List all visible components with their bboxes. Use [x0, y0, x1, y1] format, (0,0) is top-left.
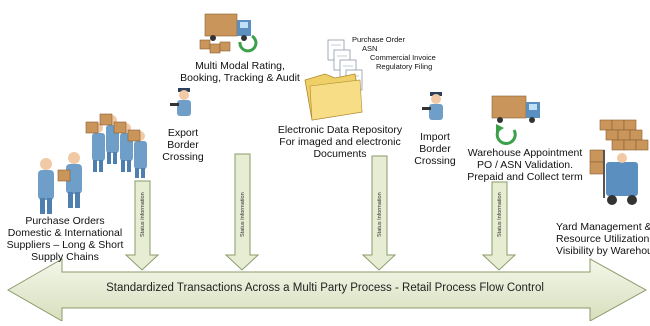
document-types-label: Purchase Order ASN Commercial Invoice Re… [352, 35, 436, 71]
status-info-label-4: Status Information [497, 192, 503, 237]
purchase-orders-label: Purchase Orders Domestic & International… [6, 215, 124, 263]
status-arrow-1 [124, 180, 160, 271]
status-arrow-2 [224, 153, 260, 271]
status-info-label-3: Status Information [377, 192, 383, 237]
status-arrow-3 [361, 155, 397, 271]
multi-modal-label: Multi Modal Rating, Booking, Tracking & … [180, 60, 300, 84]
status-arrow-4 [481, 181, 517, 271]
status-info-label-2: Status Information [240, 192, 246, 237]
process-arrow-banner [6, 258, 648, 322]
electronic-data-repository-label: Electronic Data Repository For imaged an… [277, 124, 403, 160]
export-border-label: Export Border Crossing [162, 127, 204, 163]
suppliers-people-icon [38, 113, 147, 214]
warehouse-truck-icon [491, 95, 540, 146]
status-info-label-1: Status Information [140, 192, 146, 237]
yard-management-label: Yard Management & Resource Utilization V… [556, 221, 650, 257]
process-banner-text: Standardized Transactions Across a Multi… [106, 282, 544, 294]
import-officer-icon [422, 92, 443, 120]
export-officer-icon [170, 88, 191, 116]
multi-modal-truck-icon [199, 13, 258, 54]
documents-folder-icon [304, 39, 363, 121]
warehouse-appointment-label: Warehouse Appointment PO / ASN Validatio… [467, 147, 583, 183]
import-border-label: Import Border Crossing [414, 131, 456, 167]
yard-forklift-icon [589, 119, 649, 205]
